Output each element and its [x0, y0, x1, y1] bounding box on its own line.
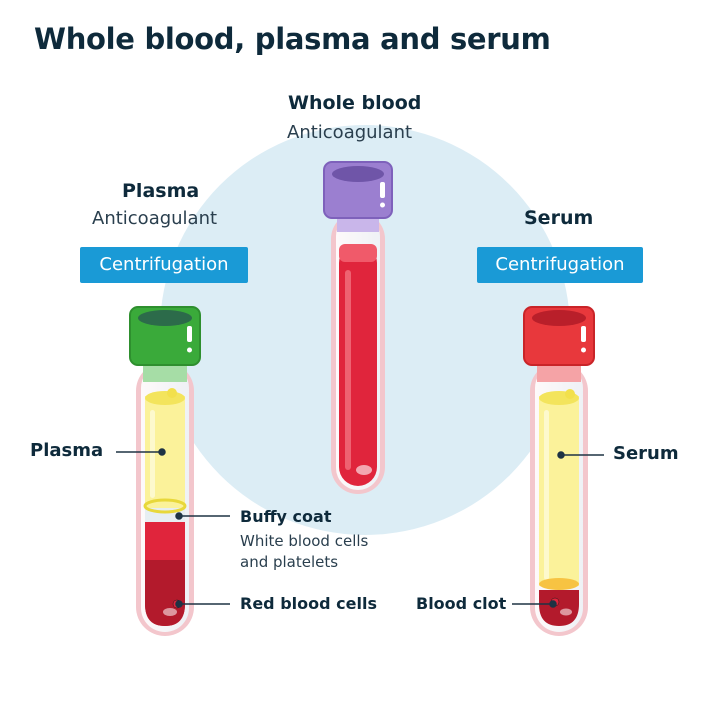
plasma-heading: Plasma [122, 180, 200, 202]
serum-label: Serum [613, 443, 679, 464]
serum-leader-dot [557, 451, 565, 459]
plasma-subheading: Anticoagulant [92, 208, 218, 229]
plasma-tube [129, 306, 201, 636]
blood-clot-label: Blood clot [416, 594, 507, 613]
serum-heading: Serum [524, 207, 594, 229]
red-cells-leader-dot [175, 600, 183, 608]
red-cells-layer [145, 522, 185, 626]
whole-blood-fill [339, 244, 377, 486]
serum-tube [523, 306, 595, 636]
blood-clot-layer [539, 590, 579, 626]
buffy-coat-label: Buffy coat [240, 507, 332, 526]
diagram-title: Whole blood, plasma and serum [34, 22, 551, 56]
red-blood-cells-label: Red blood cells [240, 594, 377, 613]
serum-layer [539, 389, 579, 590]
plasma-centrifugation-badge: Centrifugation [80, 247, 248, 283]
green-cap [129, 306, 201, 382]
serum-centrifugation-badge: Centrifugation [477, 247, 643, 283]
red-cap [523, 306, 595, 382]
purple-cap [323, 161, 393, 232]
blood-clot-leader-dot [549, 600, 557, 608]
whole-blood-subheading: Anticoagulant [287, 122, 413, 143]
buffy-coat-desc-line1: White blood cells [240, 532, 369, 550]
whole-blood-heading: Whole blood [288, 92, 422, 114]
plasma-leader-dot [158, 448, 166, 456]
buffy-coat-desc-line2: and platelets [240, 553, 339, 571]
whole-blood-tube [323, 161, 393, 494]
plasma-label: Plasma [30, 440, 104, 461]
buffy-coat-leader-dot [175, 512, 183, 520]
